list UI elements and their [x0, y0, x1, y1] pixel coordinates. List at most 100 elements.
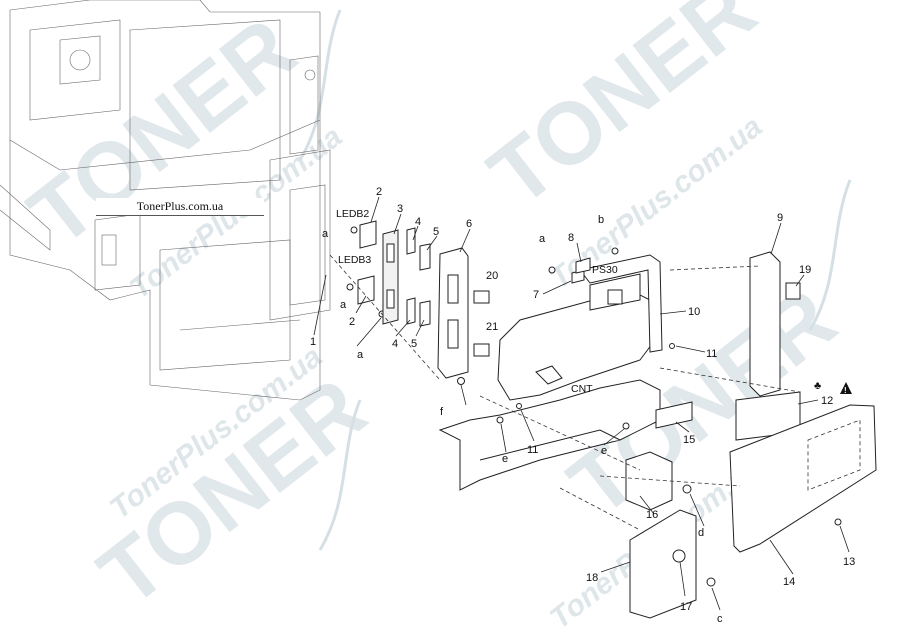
part-15-label — [655, 401, 693, 429]
label-part-21: 21 — [486, 321, 498, 333]
frame-plate — [59, 35, 101, 85]
part-ledb2-board — [359, 220, 377, 249]
part-10-cutout — [607, 289, 623, 305]
label-part-17: 17 — [680, 601, 692, 613]
assembly-line — [599, 475, 741, 487]
assembly-line — [659, 367, 801, 393]
label-part-10: 10 — [688, 306, 700, 318]
leader-c — [711, 587, 721, 611]
frame-led-mount — [289, 184, 326, 306]
frame-opening — [129, 19, 281, 191]
part-6-cover — [437, 247, 469, 379]
part-18-cap — [629, 509, 697, 619]
screw-f — [457, 377, 465, 385]
screw-a-sensor — [548, 266, 556, 274]
leader-lines — [313, 196, 850, 611]
part-4-lower — [406, 297, 416, 325]
part-17-knob — [672, 549, 686, 563]
frame-vent — [0, 184, 51, 251]
label-screw-f: f — [440, 406, 444, 418]
label-part-1: 1 — [310, 336, 316, 348]
label-screw-e-right: e — [601, 445, 607, 457]
center-frame-group — [438, 247, 675, 491]
label-screw-c: c — [717, 613, 723, 625]
club-symbol: ♣ — [814, 380, 821, 392]
warning-mark: ! — [844, 386, 847, 395]
part-21-label — [473, 343, 490, 357]
frame-outline — [9, 0, 321, 401]
screw-a-upper — [350, 226, 358, 234]
leader-15 — [675, 421, 690, 433]
part-cnt-connector — [535, 365, 563, 385]
label-cnt: CNT — [571, 383, 593, 395]
frame-gear — [69, 49, 91, 71]
part-14-hidden-outline — [807, 419, 861, 491]
right-cover-group — [625, 251, 877, 619]
assembly-line — [479, 395, 641, 471]
leader-4-lower — [395, 319, 411, 337]
watermark-swoosh — [808, 179, 852, 331]
part-19-label — [785, 282, 801, 300]
label-part-4-upper: 4 — [415, 216, 421, 228]
leader-a-lower — [356, 317, 382, 347]
source-sticker: TonerPlus.com.ua — [96, 198, 264, 216]
label-part-15: 15 — [683, 434, 695, 446]
label-part-19: 19 — [799, 264, 811, 276]
leader-10 — [659, 310, 687, 315]
label-part-12: 12 — [821, 395, 833, 407]
part-3-slot — [386, 243, 395, 263]
leader-17 — [679, 561, 686, 597]
leader-3 — [393, 213, 402, 235]
warning-triangle — [840, 382, 852, 394]
leader-11-lower — [520, 409, 535, 442]
label-ledb3: LEDB3 — [338, 254, 371, 266]
label-part-20: 20 — [486, 270, 498, 282]
part-6-window — [447, 274, 459, 304]
callout-labels: 1 2 2 3 4 4 5 5 6 7 8 9 10 11 11 12 13 1… — [310, 186, 855, 625]
screw-c — [706, 577, 716, 587]
frame-upper-rail — [289, 55, 319, 155]
frame-bracket — [94, 213, 141, 291]
screw-13 — [834, 518, 842, 526]
label-screw-b: b — [598, 214, 604, 226]
label-screw-d: d — [698, 527, 704, 539]
screw-11-lower — [516, 403, 522, 409]
part-base-tray-edge — [479, 429, 621, 461]
leader-16 — [639, 495, 655, 515]
leader-13 — [839, 525, 850, 553]
part-3-slot — [386, 289, 395, 309]
assembly-line — [669, 265, 761, 271]
label-part-7: 7 — [533, 289, 539, 301]
label-part-2-upper: 2 — [376, 186, 382, 198]
part-10-frame-upper — [579, 254, 663, 353]
leader-9 — [770, 222, 782, 255]
label-part-8: 8 — [568, 232, 574, 244]
part-5-upper — [419, 243, 431, 271]
part-8-ps30 — [575, 257, 591, 274]
label-screw-a-sensor: a — [539, 233, 546, 245]
leader-11-upper — [675, 345, 706, 353]
label-part-5-lower: 5 — [411, 338, 417, 350]
frame-edge — [9, 119, 321, 171]
screw-b — [611, 247, 619, 255]
leader-14 — [769, 539, 794, 575]
part-14-side-cover — [729, 404, 877, 553]
leader-12 — [797, 399, 819, 405]
label-part-5-upper: 5 — [433, 226, 439, 238]
screw-e-right — [622, 422, 630, 430]
label-part-9: 9 — [777, 212, 783, 224]
frame-side-panel — [269, 149, 331, 321]
label-screw-a-middle: a — [340, 299, 347, 311]
leader-4-upper — [412, 225, 419, 241]
leader-8 — [576, 242, 582, 263]
label-part-3: 3 — [397, 203, 403, 215]
screw-e-left — [496, 416, 504, 424]
label-part-14: 14 — [783, 576, 795, 588]
part-9-rail — [749, 251, 781, 397]
label-ps30: PS30 — [592, 264, 618, 276]
watermark-brand: TONER — [471, 0, 773, 225]
leader-19 — [795, 274, 805, 287]
label-ledb2: LEDB2 — [336, 208, 369, 220]
label-part-18: 18 — [586, 572, 598, 584]
